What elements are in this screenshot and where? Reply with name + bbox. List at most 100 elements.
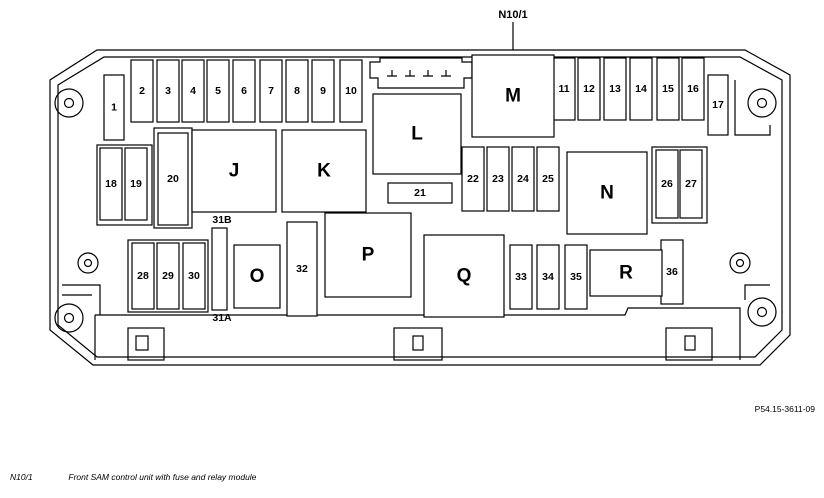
fuse-label-33: 33 bbox=[515, 271, 527, 283]
fuse-25 bbox=[536, 146, 560, 212]
mounting-hole-right-top bbox=[747, 88, 777, 118]
fuse-18 bbox=[99, 147, 123, 221]
legend-text: Front SAM control unit with fuse and rel… bbox=[68, 472, 257, 482]
fuse-label-25: 25 bbox=[542, 173, 554, 185]
fuse-4 bbox=[181, 59, 205, 123]
fuse-33 bbox=[509, 244, 533, 310]
fuse-19 bbox=[124, 147, 148, 221]
fuse-label-28: 28 bbox=[137, 270, 149, 282]
fuse-label-5: 5 bbox=[215, 85, 221, 97]
fuse-34 bbox=[536, 244, 560, 310]
fuse-16 bbox=[681, 57, 705, 121]
relay-p bbox=[324, 212, 412, 298]
relay-label-n: N bbox=[600, 183, 614, 204]
fuse-label-8: 8 bbox=[294, 85, 300, 97]
fuse-35 bbox=[564, 244, 588, 310]
fuse-label-21: 21 bbox=[414, 187, 426, 199]
fuse-7 bbox=[259, 59, 283, 123]
relay-label-r: R bbox=[619, 263, 633, 284]
fuse-20 bbox=[157, 132, 189, 226]
fuse-label-35: 35 bbox=[570, 271, 582, 283]
relay-label-l: L bbox=[411, 124, 423, 145]
fuse-29 bbox=[156, 242, 180, 310]
fuse-label-23: 23 bbox=[492, 173, 504, 185]
fuse-14 bbox=[629, 57, 653, 121]
fuse-label-19: 19 bbox=[130, 178, 142, 190]
group-frame-26-27 bbox=[651, 146, 708, 224]
fuse-label-30: 30 bbox=[188, 270, 200, 282]
mounting-hole-left-mid bbox=[77, 252, 99, 274]
fuse-label-13: 13 bbox=[609, 83, 621, 95]
fuse-23 bbox=[486, 146, 510, 212]
fuse-label-9: 9 bbox=[320, 85, 326, 97]
fuse-label-14: 14 bbox=[635, 83, 647, 95]
fuse-1 bbox=[103, 74, 125, 141]
fuse-label-10: 10 bbox=[345, 85, 357, 97]
relay-label-m: M bbox=[505, 86, 521, 107]
relay-m bbox=[471, 54, 555, 138]
relay-k bbox=[281, 129, 367, 213]
relay-label-k: K bbox=[317, 161, 331, 182]
fuse-label-12: 12 bbox=[583, 83, 595, 95]
clip-center bbox=[393, 327, 443, 361]
fuse-26 bbox=[655, 149, 679, 219]
fuse-label-31b: 31B bbox=[212, 214, 232, 226]
fuse-32 bbox=[286, 221, 318, 317]
fuse-label-29: 29 bbox=[162, 270, 174, 282]
fuse-label-7: 7 bbox=[268, 85, 274, 97]
legend: N10/1 Front SAM control unit with fuse a… bbox=[10, 472, 256, 482]
fuse-label-16: 16 bbox=[687, 83, 699, 95]
relay-o bbox=[233, 244, 281, 309]
fuse-15 bbox=[656, 57, 680, 121]
relay-label-j: J bbox=[229, 161, 240, 182]
fuse-label-31a: 31A bbox=[212, 312, 232, 324]
relay-n bbox=[566, 151, 648, 235]
callout-label: N10/1 bbox=[498, 9, 527, 21]
fuse-label-4: 4 bbox=[190, 85, 196, 97]
housing-outline bbox=[49, 49, 791, 366]
fuse-31a bbox=[211, 227, 228, 311]
clip-left bbox=[127, 327, 165, 361]
group-frame-18-19 bbox=[96, 144, 153, 226]
fuse-8 bbox=[285, 59, 309, 123]
fuse-21 bbox=[387, 182, 453, 204]
fuse-12 bbox=[577, 57, 601, 121]
fuse-label-20: 20 bbox=[167, 173, 179, 185]
housing-inner-outline bbox=[57, 56, 783, 358]
relay-q bbox=[423, 234, 505, 318]
fuse-30 bbox=[182, 242, 206, 310]
relay-label-q: Q bbox=[457, 266, 472, 287]
relay-r bbox=[589, 249, 663, 297]
fuse-label-32: 32 bbox=[296, 263, 308, 275]
group-frame-28-30 bbox=[127, 239, 209, 313]
fuse-2 bbox=[130, 59, 154, 123]
fuse-5 bbox=[206, 59, 230, 123]
right-bracket bbox=[734, 80, 771, 300]
fuse-label-3: 3 bbox=[165, 85, 171, 97]
fuse-10 bbox=[339, 59, 363, 123]
left-bracket bbox=[62, 284, 101, 315]
clip-right bbox=[665, 327, 713, 361]
legend-code: N10/1 bbox=[10, 472, 33, 482]
fuse-label-36: 36 bbox=[666, 266, 678, 278]
fuse-label-2: 2 bbox=[139, 85, 145, 97]
housing-lower-edge bbox=[95, 307, 741, 360]
fuse-label-17: 17 bbox=[712, 99, 724, 111]
fuse-label-15: 15 bbox=[662, 83, 674, 95]
fuse-27 bbox=[679, 149, 703, 219]
mounting-hole-right-mid bbox=[729, 252, 751, 274]
top-connector bbox=[369, 57, 473, 89]
fuse-label-1: 1 bbox=[111, 102, 117, 114]
fuse-label-6: 6 bbox=[241, 85, 247, 97]
relay-label-p: P bbox=[362, 245, 375, 266]
fuse-17 bbox=[707, 74, 729, 136]
fuse-24 bbox=[511, 146, 535, 212]
fuse-label-11: 11 bbox=[558, 83, 569, 95]
fuse-28 bbox=[131, 242, 155, 310]
mounting-hole-left-top bbox=[54, 88, 84, 118]
figure-reference: P54.15-3611-09 bbox=[755, 404, 816, 414]
fuse-22 bbox=[461, 146, 485, 212]
relay-l bbox=[372, 93, 462, 175]
